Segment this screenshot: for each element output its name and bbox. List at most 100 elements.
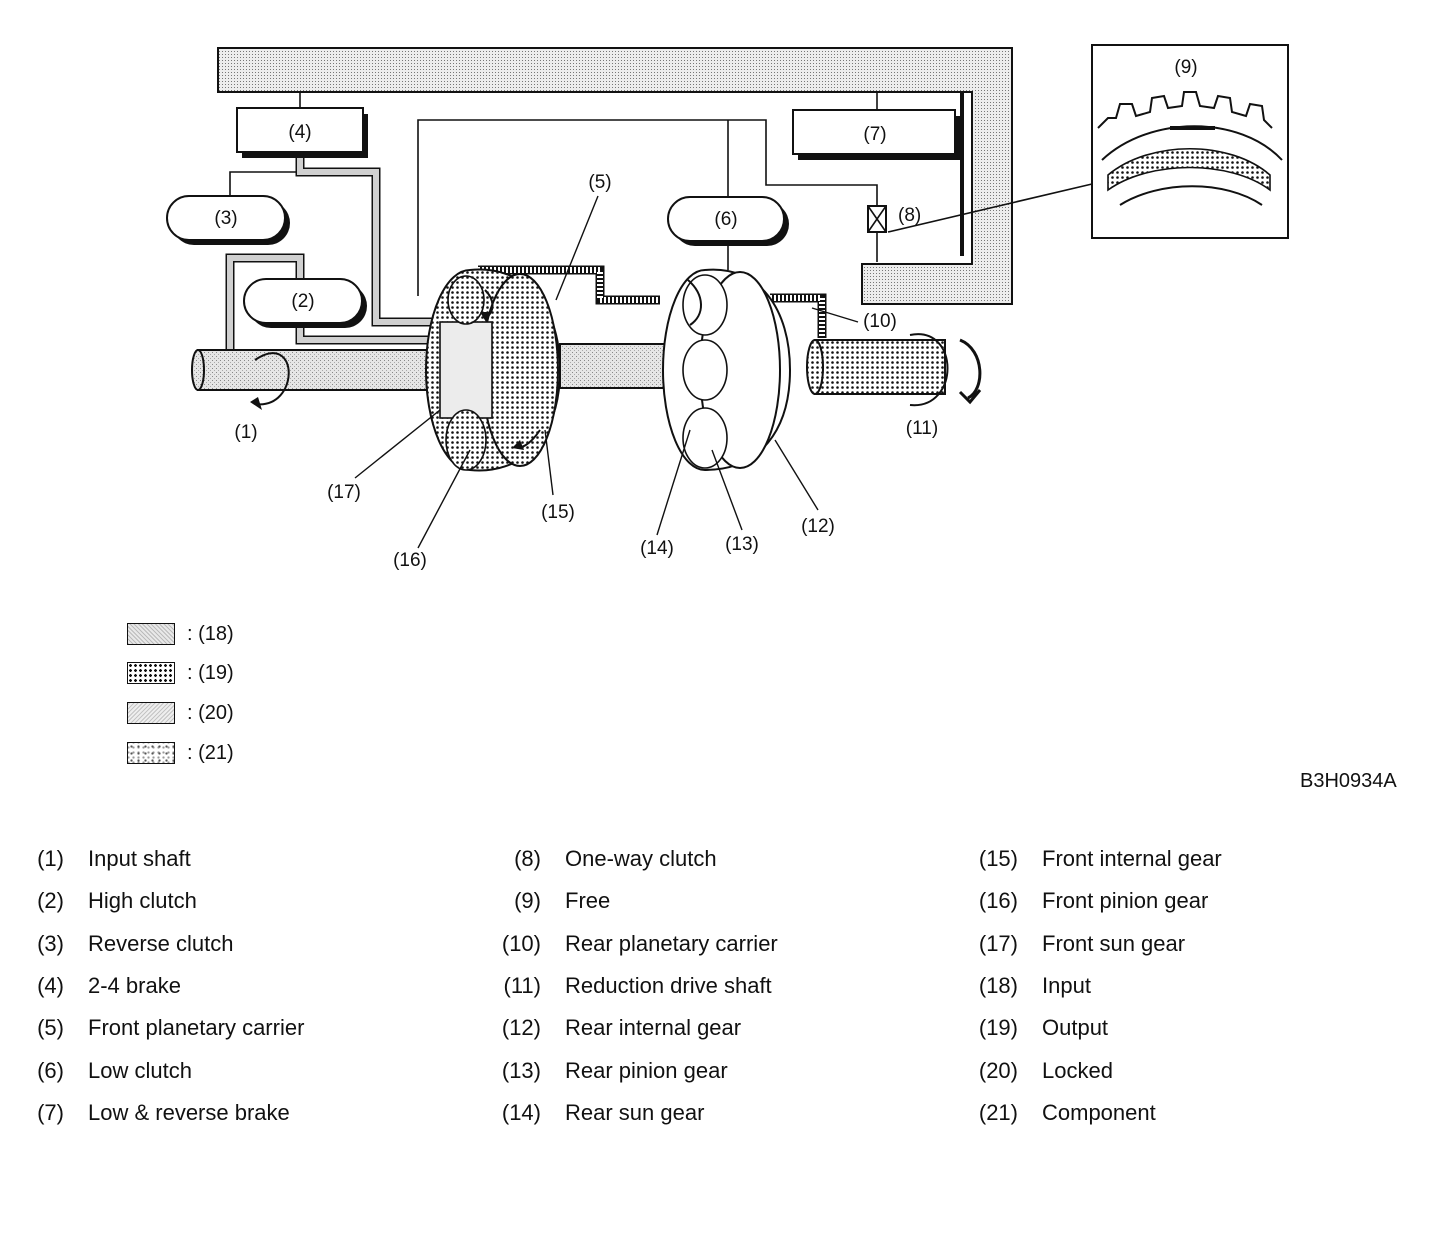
one-way-clutch-detail: (9) (1091, 44, 1289, 239)
high-clutch-pill: (2) (243, 278, 367, 328)
label-2: (2) (291, 291, 314, 312)
parts-list-item: (14) Rear sun gear (497, 1092, 778, 1134)
input-flow-paths (225, 157, 450, 350)
part-name: Front internal gear (1042, 846, 1222, 872)
parts-list-item: (1) Input shaft (20, 838, 304, 880)
legend-swatch-component (127, 742, 175, 764)
parts-list-item: (12) Rear internal gear (497, 1007, 778, 1049)
parts-list-item: (4) 2-4 brake (20, 965, 304, 1007)
part-number: (9) (514, 888, 541, 914)
front-planetary-set (425, 268, 671, 472)
brake-2-4-box: (4) (236, 107, 368, 158)
figure-code: B3H0934A (1300, 770, 1397, 792)
parts-list-item: (11) Reduction drive shaft (497, 965, 778, 1007)
part-number: (17) (978, 930, 1018, 956)
part-name: Input (1042, 973, 1091, 999)
part-name: Rear planetary carrier (565, 930, 778, 956)
part-number: (7) (37, 1099, 64, 1125)
parts-list-item: (19)Output (974, 1007, 1222, 1049)
reverse-clutch-pill: (3) (166, 195, 290, 245)
rear-planetary-set (662, 268, 792, 471)
label-13: (13) (725, 534, 759, 555)
parts-list-item: (17) Front sun gear (974, 923, 1222, 965)
label-16: (16) (393, 550, 427, 571)
part-number: (16) (978, 888, 1018, 914)
part-number: (6) (37, 1057, 64, 1083)
parts-list-item: (7) Low & reverse brake (20, 1092, 304, 1134)
parts-list-item: (5) Front planetary carrier (20, 1007, 304, 1049)
label-11: (11) (906, 418, 938, 439)
legend-swatch-output (127, 662, 175, 684)
legend-item-component: : (21) (127, 740, 234, 766)
parts-list-item: (13) Rear pinion gear (497, 1049, 778, 1091)
part-name: High clutch (88, 888, 197, 914)
part-name: Rear sun gear (565, 1099, 705, 1125)
part-name: One-way clutch (565, 846, 717, 872)
low-clutch-pill: (6) (667, 196, 789, 246)
part-number: (8) (514, 846, 541, 872)
legend-label: : (19) (187, 661, 234, 684)
parts-list-item: (16) Front pinion gear (974, 880, 1222, 922)
part-name: Front planetary carrier (88, 1015, 305, 1041)
output-flow-paths (478, 265, 827, 338)
part-number: (12) (501, 1015, 541, 1041)
leader-lines (354, 195, 859, 549)
input-shaft (191, 349, 449, 410)
part-number: (21) (978, 1099, 1018, 1125)
part-number: (11) (503, 973, 542, 999)
part-number: (4) (37, 973, 64, 999)
parts-list-item: (3)Reverse clutch (20, 923, 304, 965)
label-1: (1) (234, 422, 257, 443)
label-7: (7) (863, 124, 886, 145)
parts-list-item: (15) Front internal gear (974, 838, 1222, 880)
parts-list-item: (2) High clutch (20, 880, 304, 922)
transmission-power-flow-diagram: (4) (7) (3) (2) (6) (8) (166, 44, 1289, 571)
part-number: (13) (501, 1057, 541, 1083)
part-name: Reduction drive shaft (565, 973, 772, 999)
label-6: (6) (714, 209, 737, 230)
label-14: (14) (640, 538, 674, 559)
label-4: (4) (288, 122, 311, 143)
part-name: Locked (1042, 1057, 1113, 1083)
legend-item-input: : (18) (127, 621, 234, 647)
part-number: (10) (501, 930, 541, 956)
label-3: (3) (214, 208, 237, 229)
label-5: (5) (588, 172, 611, 193)
label-17: (17) (327, 482, 361, 503)
legend-item-locked: : (20) (127, 700, 234, 726)
legend-item-output: : (19) (127, 660, 234, 686)
transmission-case (217, 47, 1013, 305)
part-name: Low clutch (88, 1057, 192, 1083)
legend-swatch-input (127, 623, 175, 645)
legend-label: : (20) (187, 701, 234, 724)
part-name: Rear pinion gear (565, 1057, 728, 1083)
label-12: (12) (801, 516, 835, 537)
legend-label: : (21) (187, 741, 234, 764)
part-number: (2) (37, 888, 64, 914)
part-number: (18) (978, 973, 1018, 999)
parts-list-item: (18) Input (974, 965, 1222, 1007)
part-name: Reverse clutch (88, 930, 234, 956)
reduction-drive-shaft (806, 333, 982, 407)
part-name: Low & reverse brake (88, 1099, 290, 1125)
part-name: Input shaft (88, 846, 191, 872)
part-name: Front sun gear (1042, 930, 1186, 956)
part-name: 2-4 brake (88, 973, 181, 999)
legend-swatch-locked (127, 702, 175, 724)
part-number: (14) (501, 1099, 541, 1125)
part-name: Free (565, 888, 611, 914)
part-number: (20) (978, 1057, 1018, 1083)
parts-list-item: (20) Locked (974, 1049, 1222, 1091)
part-name: Rear internal gear (565, 1015, 742, 1041)
parts-list-item: (9) Free (497, 880, 778, 922)
part-name: Front pinion gear (1042, 888, 1209, 914)
legend-label: : (18) (187, 622, 234, 645)
parts-list-item: (21) Component (974, 1092, 1222, 1134)
part-number: (15) (978, 846, 1018, 872)
parts-list-column-2: (8) One-way clutch (9) Free (10) Rear plane… (497, 838, 778, 1134)
part-number: (1) (37, 846, 64, 872)
part-number: (5) (37, 1015, 64, 1041)
parts-list-column-3: (15) Front internal gear (16) Front pinion… (974, 838, 1222, 1134)
part-name: Component (1042, 1099, 1156, 1125)
parts-list-item: (6) Low clutch (20, 1049, 304, 1091)
